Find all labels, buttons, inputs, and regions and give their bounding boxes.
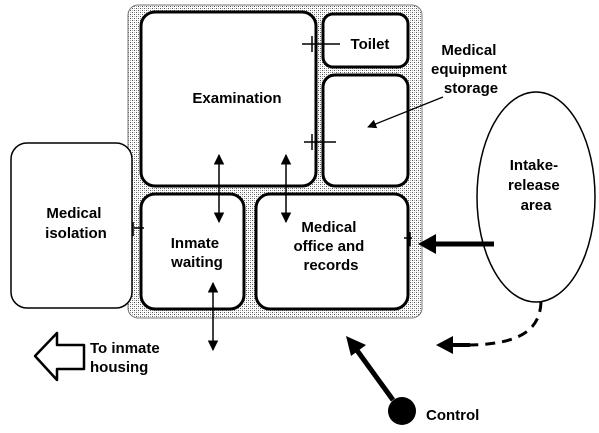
medical-isolation-room: Medical isolation [10, 142, 133, 309]
medical-isolation-label-line-1: Medical [46, 205, 101, 222]
to-inmate-housing-label: To inmate housing [90, 340, 164, 376]
toilet-label: Toilet [351, 36, 390, 53]
toilet-room: Toilet [321, 12, 410, 69]
intake-return-arrowhead [436, 336, 453, 354]
control-station-marker [388, 397, 416, 425]
intake-release-area: Intake- release area [476, 91, 596, 303]
storage-label-line-1: Medical [441, 42, 496, 59]
medical-office-label-line-2: office and [293, 238, 364, 255]
medical-equipment-storage-room [321, 73, 410, 188]
inmate-waiting-room: Inmate waiting [139, 192, 246, 311]
examination-room: Examination [139, 10, 318, 188]
medical-office-label-line-1: Medical [301, 219, 356, 236]
intake-return-dashed-path [469, 301, 543, 347]
to-inmate-housing-label-line-1: To inmate [90, 340, 160, 357]
inmate-waiting-label-line-1: Inmate [171, 235, 219, 252]
medical-isolation-label: Medical isolation [45, 205, 107, 242]
control-label: Control [426, 407, 479, 424]
to-inmate-housing-hollow-arrow [33, 331, 86, 382]
intake-release-label: Intake- release area [508, 157, 564, 214]
to-inmate-housing-label-line-2: housing [90, 359, 148, 376]
control-arrow-shaft [353, 347, 396, 402]
inmate-waiting-label-line-2: waiting [170, 254, 223, 271]
storage-leader-arrow [367, 96, 444, 129]
inmate-waiting-label: Inmate waiting [170, 235, 223, 271]
medical-equipment-storage-label: Medical equipment storage [431, 42, 511, 97]
storage-label-line-3: storage [444, 80, 498, 97]
medical-isolation-label-line-2: isolation [45, 225, 107, 242]
intake-release-label-line-3: area [521, 197, 553, 214]
storage-label-line-2: equipment [431, 61, 507, 78]
examination-label: Examination [192, 90, 281, 107]
control-arrowhead [346, 336, 366, 356]
medical-office-records-room: Medical office and records [254, 192, 410, 311]
intake-release-label-line-1: Intake- [510, 157, 558, 174]
intake-release-label-line-2: release [508, 177, 560, 194]
intake-to-office-arrowhead [418, 234, 436, 254]
door-markers [132, 36, 412, 246]
medical-office-records-label: Medical office and records [293, 219, 368, 274]
medical-office-label-line-3: records [303, 257, 358, 274]
